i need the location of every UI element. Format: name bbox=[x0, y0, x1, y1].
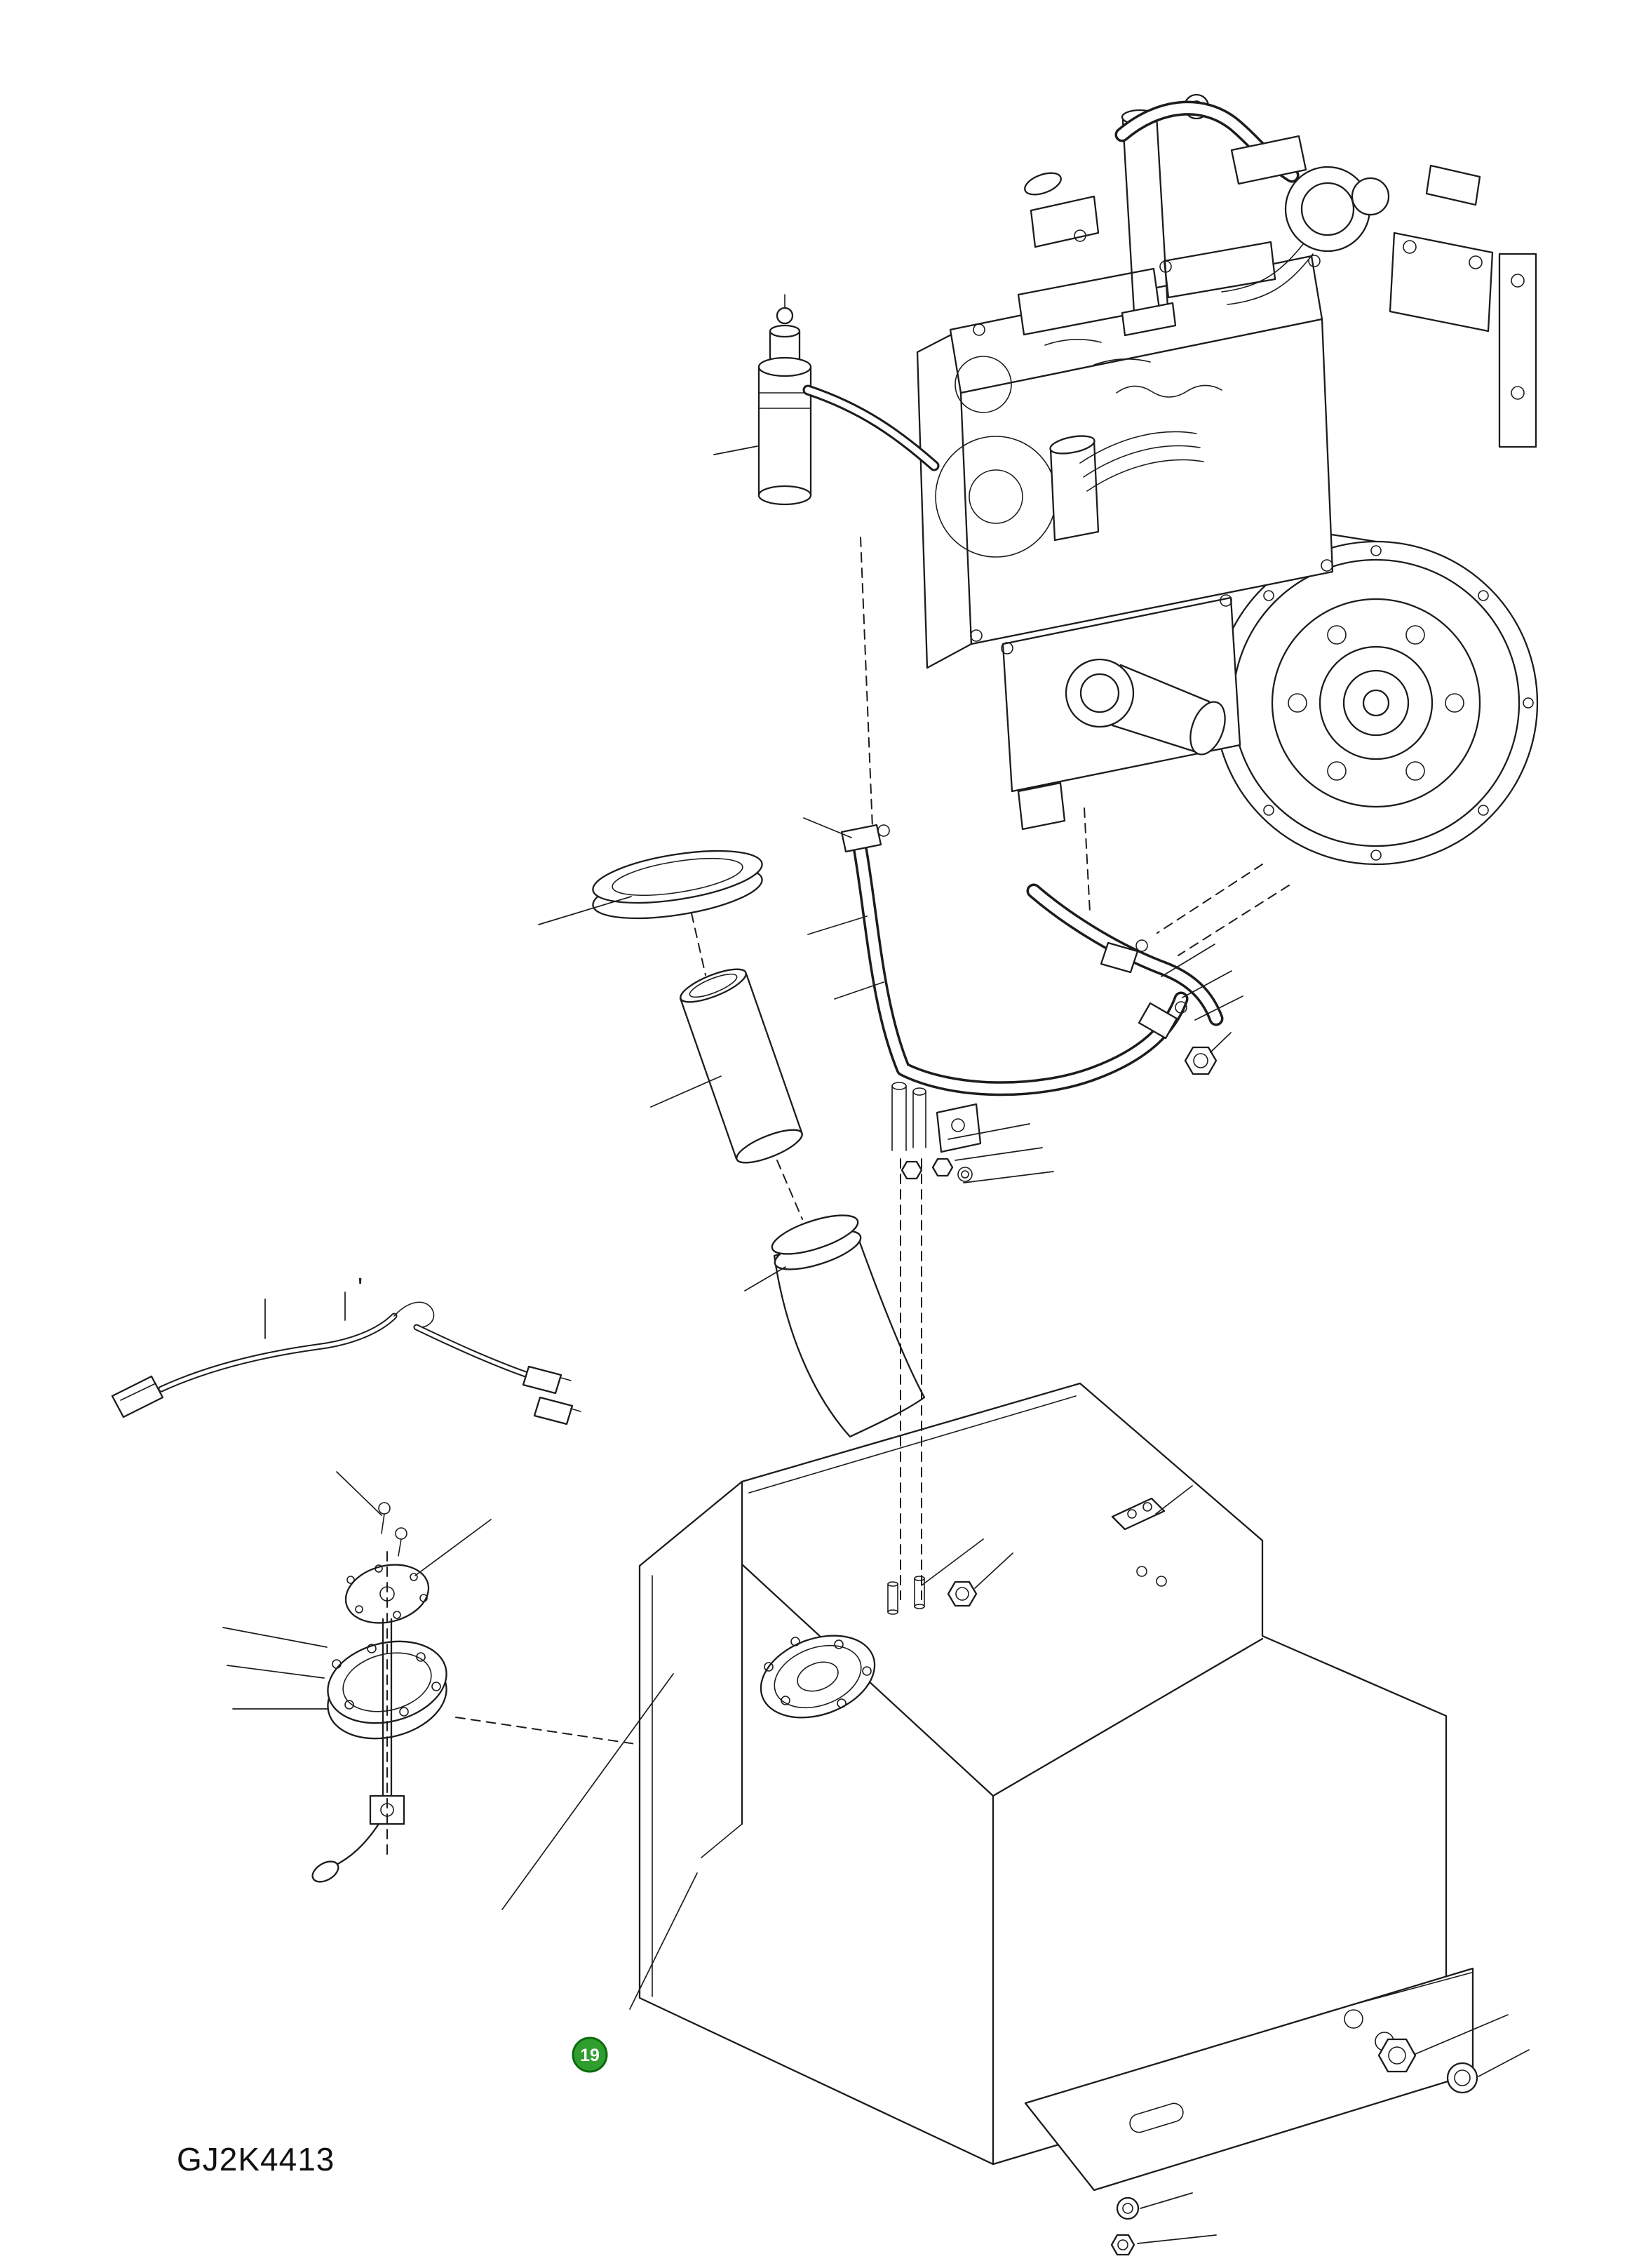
callout-circle[interactable] bbox=[572, 2036, 608, 2073]
tank-bracket bbox=[1111, 1497, 1167, 1587]
diagram-art: 19 GJ2K4413 ' bbox=[111, 93, 1539, 2256]
wiring-harness bbox=[111, 1301, 581, 1425]
fuel-filter bbox=[757, 294, 940, 506]
washer bbox=[1116, 2196, 1140, 2220]
vent-hose-assembly bbox=[840, 824, 1224, 1182]
starter-motor bbox=[1065, 658, 1226, 756]
drain-plug bbox=[1446, 2062, 1478, 2094]
filler-tube bbox=[679, 968, 804, 1164]
hose-end-nut bbox=[1184, 1046, 1218, 1075]
bottom-bolt bbox=[1110, 2234, 1135, 2256]
part-callout-19[interactable]: 19 bbox=[572, 2036, 608, 2073]
alignment-lines bbox=[386, 537, 1290, 1860]
turbocharger bbox=[1114, 100, 1390, 305]
hose-clamps bbox=[840, 824, 1187, 1040]
engine-assembly bbox=[757, 93, 1539, 866]
fuel-filler-cap bbox=[592, 850, 763, 920]
tee-fitting bbox=[891, 1082, 982, 1182]
fuel-sender-unit bbox=[311, 1502, 447, 1883]
figure-code: GJ2K4413 bbox=[177, 2141, 335, 2178]
sender-flange bbox=[760, 1635, 876, 1719]
fuel-tank bbox=[638, 1382, 1478, 2256]
hardware-nuts bbox=[947, 1581, 978, 1607]
float-arm bbox=[311, 1823, 380, 1883]
callout-label: 19 bbox=[580, 2046, 600, 2065]
flange-nut bbox=[1377, 2038, 1417, 2073]
flywheel bbox=[1213, 532, 1539, 866]
stray-mark: ' bbox=[358, 1273, 363, 1303]
leader-lines bbox=[222, 445, 1530, 2244]
filler-neck bbox=[771, 1214, 926, 1438]
